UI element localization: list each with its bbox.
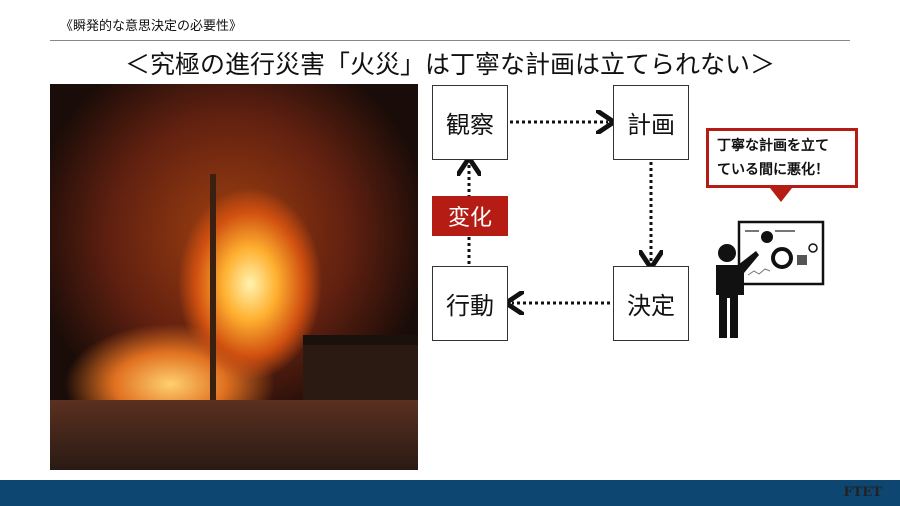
slide-subtitle: 《瞬発的な意思決定の必要性》 <box>60 19 243 34</box>
step-act: 行動 <box>432 266 508 341</box>
divider <box>50 40 850 41</box>
presenter-icon <box>716 220 825 338</box>
utility-pole <box>210 174 216 424</box>
footer-bar: FTET <box>0 480 900 506</box>
slide-title: ＜究極の進行災害「火災」は丁寧な計画は立てられない＞ <box>124 50 775 79</box>
callout-line-1: 丁寧な計画を立て <box>717 138 829 154</box>
callout-bubble: 丁寧な計画を立て ている間に悪化！ <box>706 128 858 188</box>
callout-line-2: ている間に悪化！ <box>717 162 829 178</box>
step-observe: 観察 <box>432 85 508 160</box>
step-plan: 計画 <box>613 85 689 160</box>
street <box>50 400 418 470</box>
footer-logo: FTET <box>843 485 883 500</box>
fire-photo <box>50 84 418 470</box>
callout-pointer <box>770 188 792 202</box>
change-label: 変化 <box>432 196 508 236</box>
step-decide: 決定 <box>613 266 689 341</box>
